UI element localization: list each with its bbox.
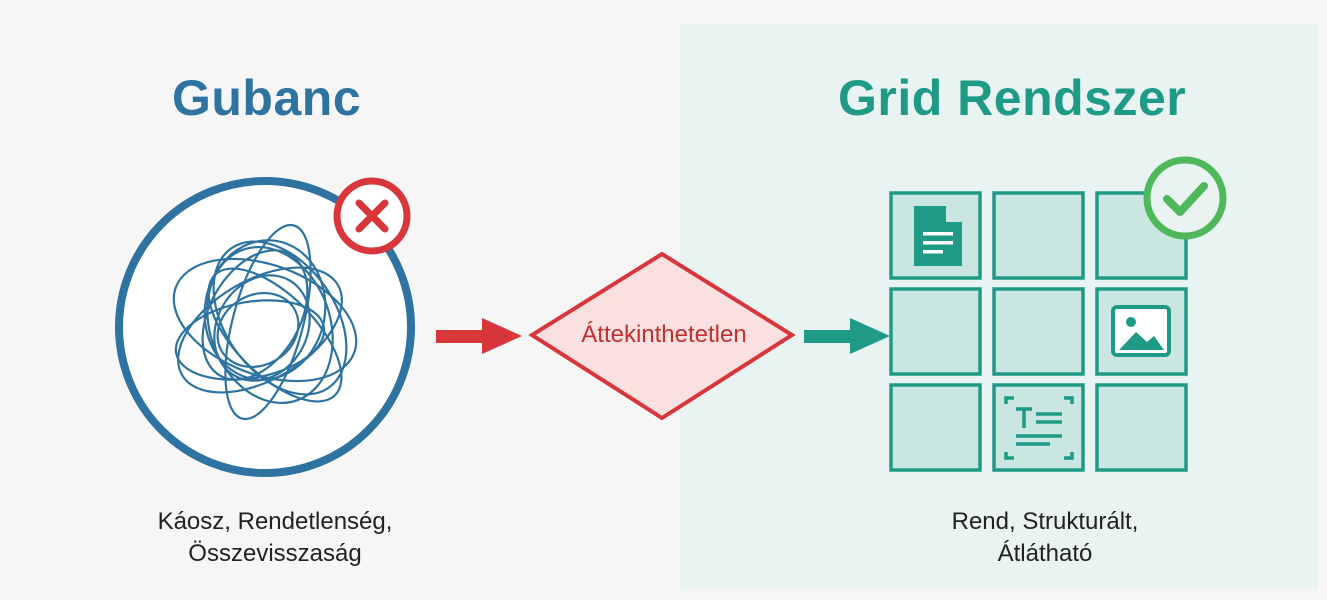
grid-caption-line2: Átlátható bbox=[997, 540, 1093, 567]
image-icon bbox=[1111, 305, 1171, 357]
chaos-caption-line1: Káosz, Rendetlenség, bbox=[157, 508, 393, 535]
grid-caption-line1: Rend, Strukturált, bbox=[951, 508, 1139, 535]
grid-cell bbox=[1095, 383, 1188, 472]
chaos-caption-line2: Összevisszaság bbox=[188, 540, 362, 567]
grid-cell bbox=[889, 287, 982, 376]
chaos-caption: Káosz, Rendetlenség, Összevisszaság bbox=[110, 506, 440, 570]
grid-title: Grid Rendszer bbox=[838, 70, 1187, 126]
document-icon bbox=[914, 206, 962, 266]
chaos-title: Gubanc bbox=[172, 70, 362, 126]
tangle-illustration bbox=[115, 177, 415, 477]
arrow-right-teal bbox=[804, 318, 890, 354]
tangle-scribble bbox=[172, 223, 358, 421]
text-icon bbox=[1004, 396, 1074, 460]
unclear-label: Áttekinthetetlen bbox=[581, 321, 747, 348]
check-icon bbox=[1143, 156, 1227, 240]
grid-cell bbox=[889, 383, 982, 472]
grid-caption: Rend, Strukturált, Átlátható bbox=[880, 506, 1210, 570]
grid-cell bbox=[992, 287, 1085, 376]
x-icon bbox=[333, 177, 411, 255]
arrow-right-red bbox=[436, 318, 522, 354]
grid-cell bbox=[992, 191, 1085, 280]
unclear-diamond bbox=[528, 251, 796, 421]
tangle-circle bbox=[115, 177, 415, 477]
